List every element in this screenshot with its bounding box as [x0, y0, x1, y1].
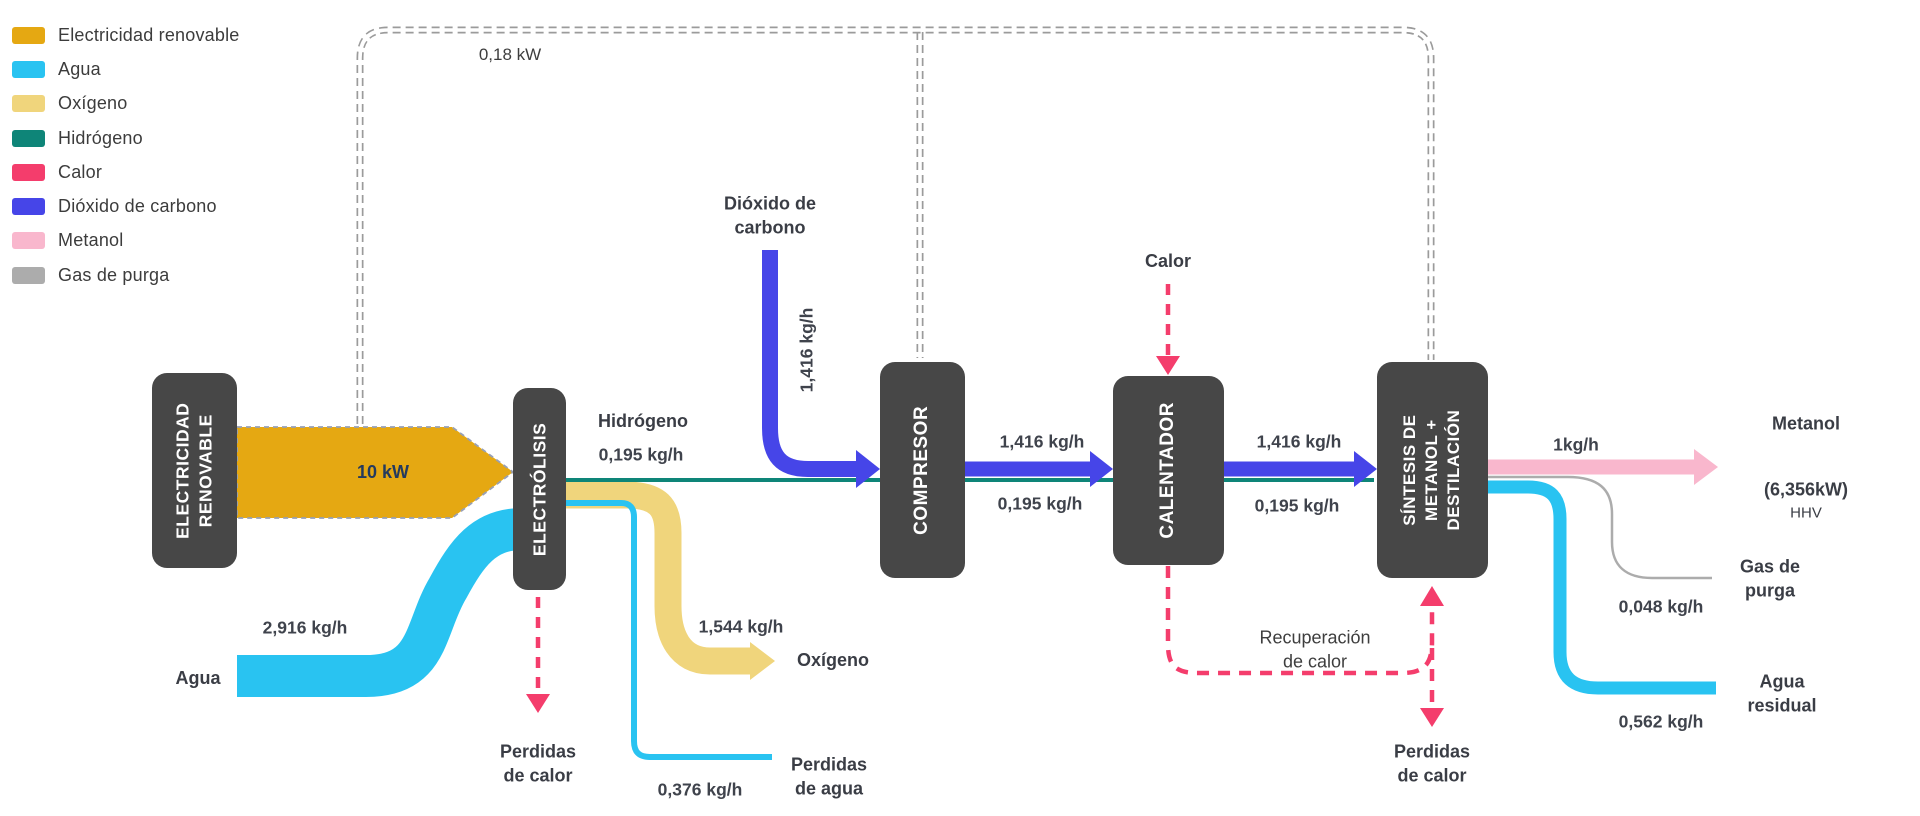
label-water-loss-value: 0,376 kg/h [657, 779, 743, 800]
legend-swatch-oxigeno [12, 95, 45, 113]
legend-swatch-gas-de-purga [12, 266, 45, 284]
legend-item-hidrogeno: Hidrógeno [12, 121, 240, 155]
node-electrolisis: ELECTRÓLISIS [513, 388, 566, 590]
label-water-input-value: 2,916 kg/h [262, 617, 348, 638]
node-compresor: COMPRESOR [880, 362, 965, 578]
legend-label: Hidrógeno [58, 127, 143, 148]
label-heat-input-name: Calor [1144, 251, 1192, 272]
legend-label: Electricidad renovable [58, 24, 240, 45]
flow-waste-water [1488, 480, 1716, 695]
label-oxygen-name: Oxígeno [796, 650, 870, 671]
flow-co2 [762, 250, 880, 488]
legend-label: Agua [58, 58, 101, 79]
flow-water-input [237, 508, 524, 697]
flow-electricity-bypass [356, 26, 1435, 424]
legend-swatch-metanol [12, 232, 45, 250]
flow-heat-recovery [1165, 566, 1444, 727]
label-methanol-name: Metanol [1771, 413, 1841, 434]
node-electricidad-renovable: ELECTRICIDAD RENOVABLE [152, 373, 237, 568]
node-label: ELECTRICIDAD RENOVABLE [172, 402, 216, 539]
legend-swatch-electricidad-renovable [12, 26, 45, 44]
label-methanol-output: Metanol (6,356kW) HHV [1764, 391, 1848, 544]
flow-electricity-main [236, 426, 515, 519]
label-water-loss-name: Perdidas de agua [790, 754, 868, 798]
label-heat-recovery: Recuperación de calor [1259, 627, 1371, 671]
flow-purge-gas [1488, 475, 1712, 580]
flow-heater-to-synthesis [1224, 451, 1377, 487]
node-label: COMPRESOR [911, 405, 933, 535]
label-bypass-electricity-value: 0,18 kW [478, 44, 542, 64]
label-co2-name: Dióxido de carbono [723, 193, 817, 237]
label-methanol-power: (6,356kW) [1763, 479, 1849, 500]
legend-item-agua: Agua [12, 52, 240, 86]
legend-swatch-calor [12, 163, 45, 181]
label-wastewater-value: 0,562 kg/h [1618, 711, 1704, 732]
label-purge-name: Gas de purga [1739, 556, 1801, 600]
label-methanol-value: 1kg/h [1553, 434, 1599, 455]
node-label: ELECTRÓLISIS [529, 422, 550, 556]
flow-oxygen [540, 481, 775, 680]
legend-item-electricidad-renovable: Electricidad renovable [12, 18, 240, 52]
flow-heat-input [1156, 284, 1180, 375]
label-oxygen-value: 1,544 kg/h [698, 616, 784, 637]
legend-swatch-hidrogeno [12, 129, 45, 147]
legend-label: Dióxido de carbono [58, 196, 217, 217]
label-purge-value: 0,048 kg/h [1618, 596, 1704, 617]
label-hydrogen-name: Hidrógeno [598, 411, 688, 432]
node-label: SÍNTESIS DE METANOL + DESTILACIÓN [1400, 409, 1464, 531]
label-heat-loss-electrolysis: Perdidas de calor [499, 741, 577, 785]
flow-water-loss [540, 500, 772, 760]
flow-compressor-to-heater [965, 451, 1113, 487]
label-compressor-out-mass: 1,416 kg/h [999, 431, 1085, 452]
legend-item-oxigeno: Oxígeno [12, 87, 240, 121]
node-calentador: CALENTADOR [1113, 376, 1224, 565]
legend-label: Metanol [58, 230, 124, 251]
legend-swatch-dioxido-de-carbono [12, 198, 45, 216]
label-wastewater-name: Agua residual [1747, 671, 1817, 715]
legend: Electricidad renovable Agua Oxígeno Hidr… [12, 18, 240, 292]
flow-methanol [1488, 449, 1718, 485]
node-label: CALENTADOR [1157, 402, 1179, 539]
label-main-electricity-value: 10 kW [356, 462, 410, 483]
label-heater-out-mass: 1,416 kg/h [1256, 431, 1342, 452]
legend-item-gas-de-purga: Gas de purga [12, 258, 240, 292]
label-hydrogen-value: 0,195 kg/h [598, 444, 684, 465]
flow-heat-loss-electrolysis [526, 597, 550, 713]
legend-label: Oxígeno [58, 93, 128, 114]
legend-label: Gas de purga [58, 264, 170, 285]
label-methanol-hhv: HHV [1790, 504, 1822, 522]
label-heat-loss-synthesis: Perdidas de calor [1393, 741, 1471, 785]
label-compressor-out-h2: 0,195 kg/h [997, 493, 1083, 514]
legend-item-dioxido-de-carbono: Dióxido de carbono [12, 189, 240, 223]
legend-swatch-agua [12, 60, 45, 78]
legend-item-metanol: Metanol [12, 224, 240, 258]
legend-item-calor: Calor [12, 155, 240, 189]
legend-label: Calor [58, 161, 103, 182]
label-heater-out-h2: 0,195 kg/h [1254, 495, 1340, 516]
node-sintesis-metanol-destilacion: SÍNTESIS DE METANOL + DESTILACIÓN [1377, 362, 1488, 578]
label-co2-value: 1,416 kg/h [796, 307, 817, 393]
label-methanol-power-line: (6,356kW) HHV [1764, 457, 1848, 523]
label-water-input-name: Agua [175, 668, 221, 689]
